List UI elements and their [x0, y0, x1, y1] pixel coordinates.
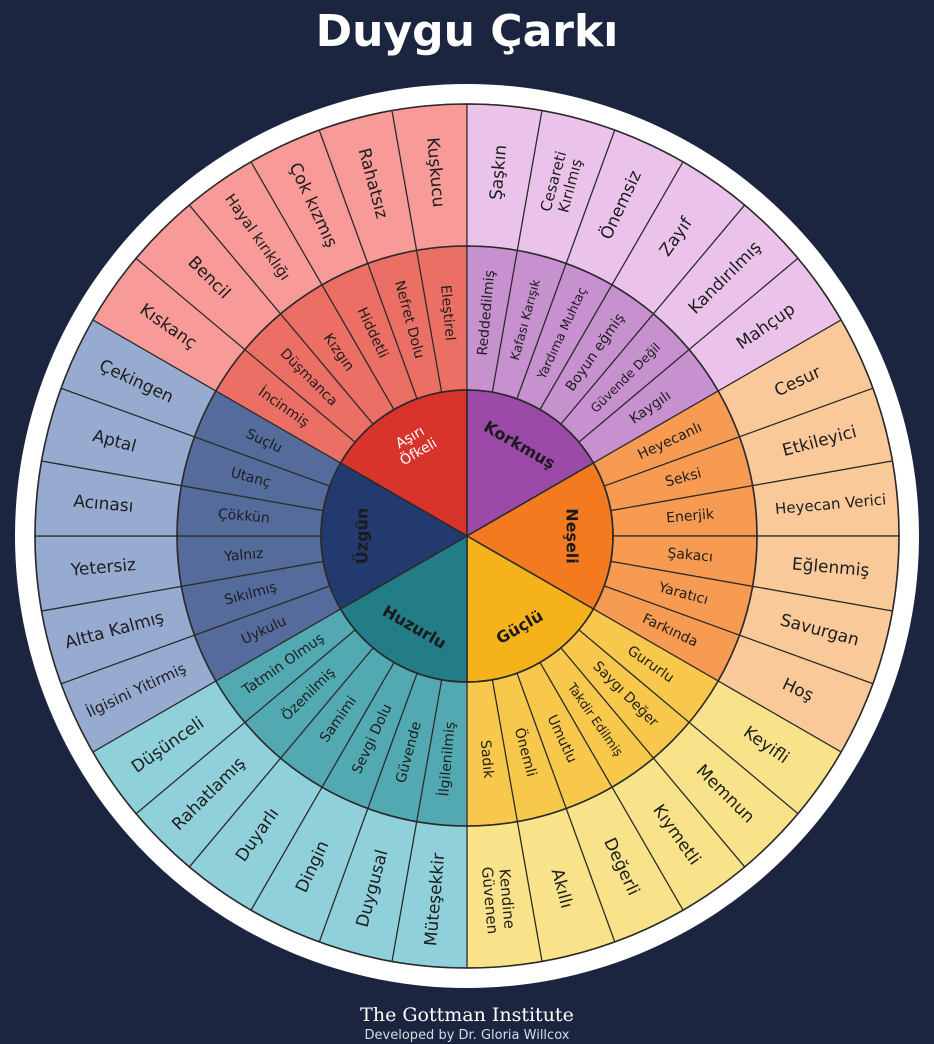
- footer-organization: The Gottman Institute: [360, 1004, 574, 1026]
- footer-developer: Developed by Dr. Gloria Willcox: [364, 1028, 570, 1043]
- ring-boundary: [176, 245, 758, 827]
- ring-boundary: [320, 389, 614, 683]
- ring-boundary: [34, 103, 900, 969]
- middle-emotion-label: Şakacı: [667, 546, 714, 566]
- core-emotion-label: Neşeli: [563, 508, 582, 564]
- outer-emotion-label: KendineGüvenen: [478, 864, 519, 934]
- core-emotion-label: Üzgün: [352, 508, 371, 565]
- middle-emotion-label: Eleştirel: [437, 284, 458, 341]
- middle-emotion-label: Yalnız: [223, 546, 264, 565]
- middle-emotion-label: Reddedilmiş: [475, 270, 498, 357]
- outer-emotion-label: Şaşkın: [486, 144, 511, 201]
- page-title: Duygu Çarkı: [315, 6, 619, 57]
- middle-emotion-label: Enerjik: [666, 506, 716, 526]
- middle-emotion-label: Çökkün: [217, 506, 270, 526]
- middle-emotion-label: Sadık: [477, 739, 496, 779]
